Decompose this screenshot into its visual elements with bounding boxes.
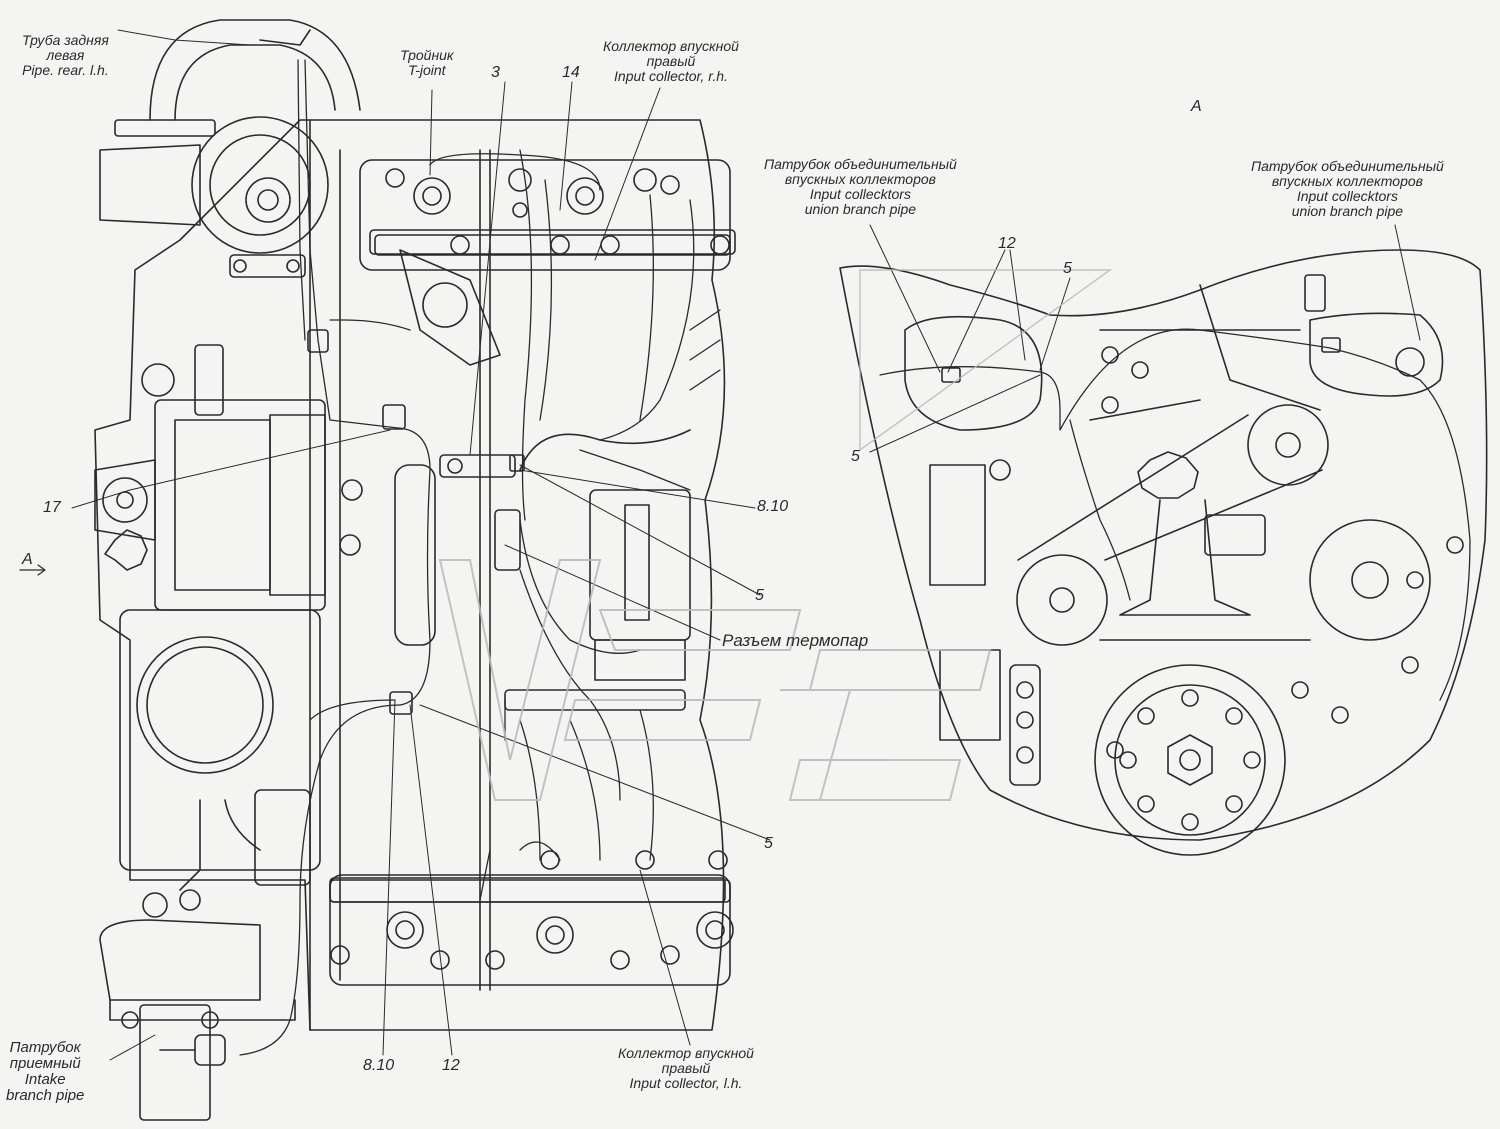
clamps bbox=[307, 329, 525, 715]
oil-cap-left bbox=[104, 529, 148, 571]
view-a-arrow-label: A bbox=[22, 551, 33, 568]
inset-harness bbox=[879, 328, 1471, 701]
pulley-top bbox=[1247, 404, 1329, 486]
top-fittings bbox=[385, 168, 730, 255]
callout-17: 17 bbox=[43, 499, 61, 516]
middle-assembly bbox=[339, 249, 691, 711]
callout-5-inset-left: 5 bbox=[851, 448, 860, 465]
intake-branch-pipe-ru-2: приемный bbox=[9, 1055, 81, 1072]
union-pipe-right-ru-2: впускных коллекторов bbox=[1271, 173, 1423, 189]
alternator bbox=[94, 344, 326, 611]
pipe-rear-lh-en: Pipe. rear. l.h. bbox=[22, 62, 109, 78]
label-thermocouple-connector: Разъем термопар bbox=[722, 631, 869, 650]
collector-rh-en: Input collector, r.h. bbox=[614, 68, 728, 84]
turbo-top bbox=[99, 19, 361, 278]
union-pipe-left-ru-1: Патрубок объединительный bbox=[764, 156, 957, 172]
turbo-bottom bbox=[99, 889, 296, 1121]
union-pipe-left-ru-2: впускных коллекторов bbox=[784, 171, 936, 187]
view-a-outline bbox=[839, 249, 1488, 841]
label-collector-lh: Коллектор впускной правый Input collecto… bbox=[618, 1046, 754, 1091]
t-joint-en: T-joint bbox=[407, 62, 446, 78]
intake-branch-pipe-en-1: Intake bbox=[24, 1071, 66, 1088]
view-a-arrow bbox=[19, 564, 46, 576]
callout-14: 14 bbox=[562, 64, 580, 81]
union-pipe-right-en-2: union branch pipe bbox=[1291, 203, 1404, 219]
wiring-harness bbox=[239, 59, 721, 1056]
union-pipe-right-en-1: Input collecktors bbox=[1296, 188, 1398, 204]
label-intake-branch-pipe: Патрубок приемный Intake branch pipe bbox=[6, 1040, 84, 1104]
oil-cap-right bbox=[1137, 451, 1199, 499]
main-engine-view bbox=[94, 19, 736, 1121]
collector-lh-ru-2: правый bbox=[661, 1060, 711, 1076]
label-t-joint: Тройник T-joint bbox=[400, 48, 454, 78]
engine-block-outline bbox=[94, 119, 726, 1031]
collector-rh-ru-1: Коллектор впускной bbox=[603, 38, 739, 54]
view-a-inset bbox=[839, 249, 1488, 856]
intake-branch-pipe-en-2: branch pipe bbox=[6, 1087, 85, 1104]
flywheel bbox=[1094, 664, 1286, 856]
watermark-logo bbox=[438, 269, 1113, 801]
view-a-title: A bbox=[1191, 98, 1202, 115]
callout-12-inset: 12 bbox=[998, 235, 1016, 252]
pulley-left bbox=[1016, 554, 1108, 646]
intake-branch-pipe-ru-1: Патрубок bbox=[9, 1039, 81, 1056]
head-top bbox=[359, 159, 731, 271]
callout-3: 3 bbox=[491, 64, 500, 81]
pipe-rear-lh-ru-1: Труба задняя bbox=[22, 32, 109, 48]
pipe-rear-lh-ru-2: левая bbox=[46, 47, 85, 63]
union-pipe-left-en-2: union branch pipe bbox=[804, 201, 917, 217]
callout-8-10-right: 8.10 bbox=[757, 498, 789, 515]
t-joint-ru: Тройник bbox=[400, 47, 454, 63]
callout-5-inset-top: 5 bbox=[1063, 260, 1072, 277]
collector-lh-en: Input collector, l.h. bbox=[629, 1075, 743, 1091]
label-union-pipe-left: Патрубок объединительный впускных коллек… bbox=[764, 157, 957, 217]
intake-collector-bottom bbox=[329, 877, 726, 903]
label-collector-rh: Коллектор впускной правый Input collecto… bbox=[603, 39, 739, 84]
collector-rh-ru-2: правый bbox=[646, 53, 696, 69]
callout-12-bottom: 12 bbox=[442, 1057, 460, 1074]
leader-lines bbox=[71, 29, 1421, 1061]
head-bottom bbox=[329, 874, 731, 986]
intake-collector-top bbox=[369, 229, 736, 255]
union-pipe-left-en-1: Input collecktors bbox=[809, 186, 911, 202]
label-union-pipe-right: Патрубок объединительный впускных коллек… bbox=[1251, 159, 1444, 219]
union-pipe-right-ru-1: Патрубок объединительный bbox=[1251, 158, 1444, 174]
collector-lh-ru-1: Коллектор впускной bbox=[618, 1045, 754, 1061]
callout-5-mid: 5 bbox=[755, 587, 764, 604]
lower-housing bbox=[119, 609, 321, 891]
bottom-fittings bbox=[330, 850, 734, 970]
pulley-right bbox=[1309, 519, 1431, 641]
callout-5-low: 5 bbox=[764, 835, 773, 852]
callout-8-10-bottom: 8.10 bbox=[363, 1057, 395, 1074]
label-pipe-rear-lh: Труба задняя левая Pipe. rear. l.h. bbox=[22, 33, 109, 78]
